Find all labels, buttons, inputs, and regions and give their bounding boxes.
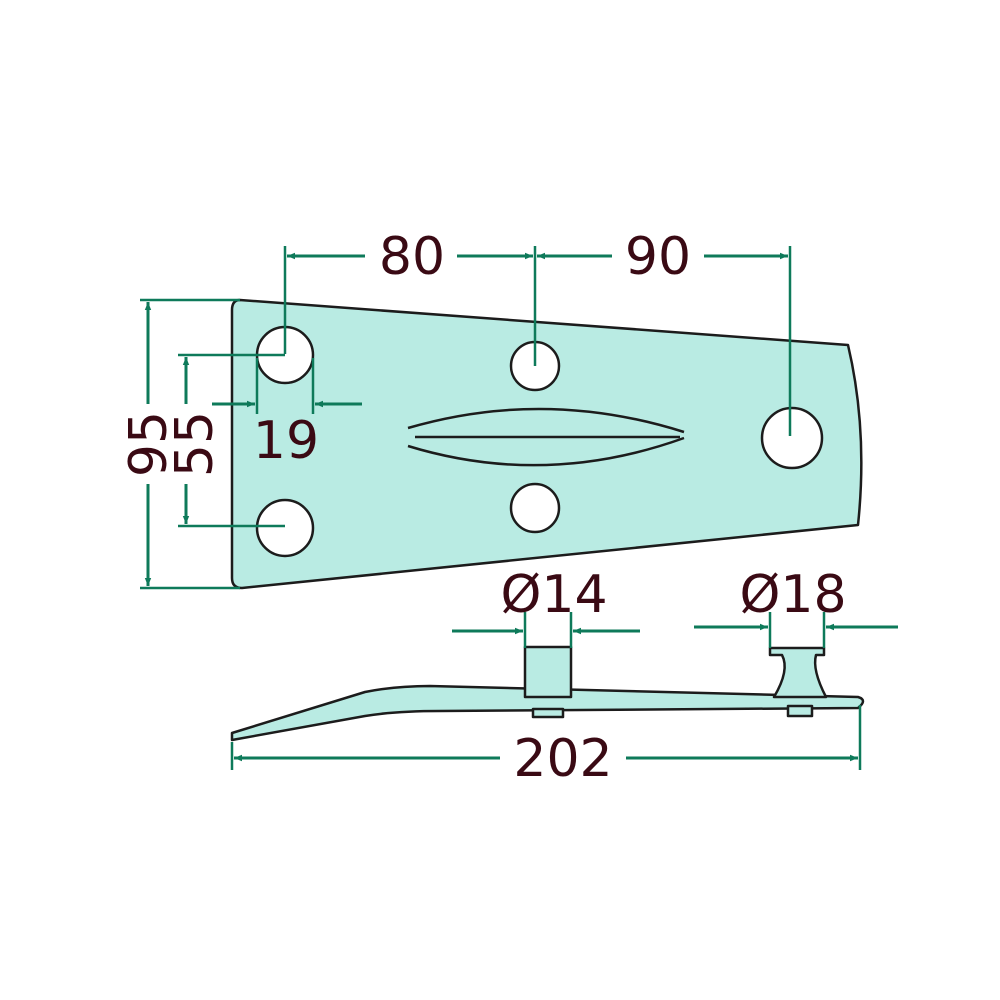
dimension-80: 80 — [287, 227, 533, 287]
stud-hole-bottom — [509, 482, 561, 534]
stud-14-tip — [531, 707, 565, 719]
dimension-202: 202 — [234, 729, 858, 789]
plate-outline — [230, 298, 863, 590]
dimension-80-label: 80 — [379, 227, 445, 287]
dimension-d14: Ø14 — [452, 565, 640, 635]
dimension-90: 90 — [537, 227, 788, 287]
dimension-55-label: 55 — [165, 411, 225, 477]
dimension-19: 19 — [212, 400, 362, 471]
dimension-202-label: 202 — [513, 729, 612, 789]
dimension-90-label: 90 — [625, 227, 691, 287]
mounting-hole-bottom-left — [255, 498, 315, 558]
stud-18-tip — [786, 704, 814, 718]
extension-lines — [140, 246, 862, 770]
stiffening-rib — [407, 407, 685, 467]
plate-top-view — [230, 298, 863, 590]
dimension-d14-label: Ø14 — [500, 565, 607, 625]
stud-14 — [523, 645, 573, 699]
dimension-d18-label: Ø18 — [739, 565, 846, 625]
dimension-95-label: 95 — [119, 411, 179, 477]
stud-18 — [768, 646, 828, 699]
side-profile — [230, 684, 865, 742]
plate-side-view — [230, 645, 865, 742]
mounting-hole-right — [760, 406, 824, 470]
dimension-55: 55 — [165, 357, 225, 524]
dimension-19-label: 19 — [253, 411, 319, 471]
dimension-d18: Ø18 — [694, 565, 898, 631]
dimension-95: 95 — [119, 302, 179, 586]
